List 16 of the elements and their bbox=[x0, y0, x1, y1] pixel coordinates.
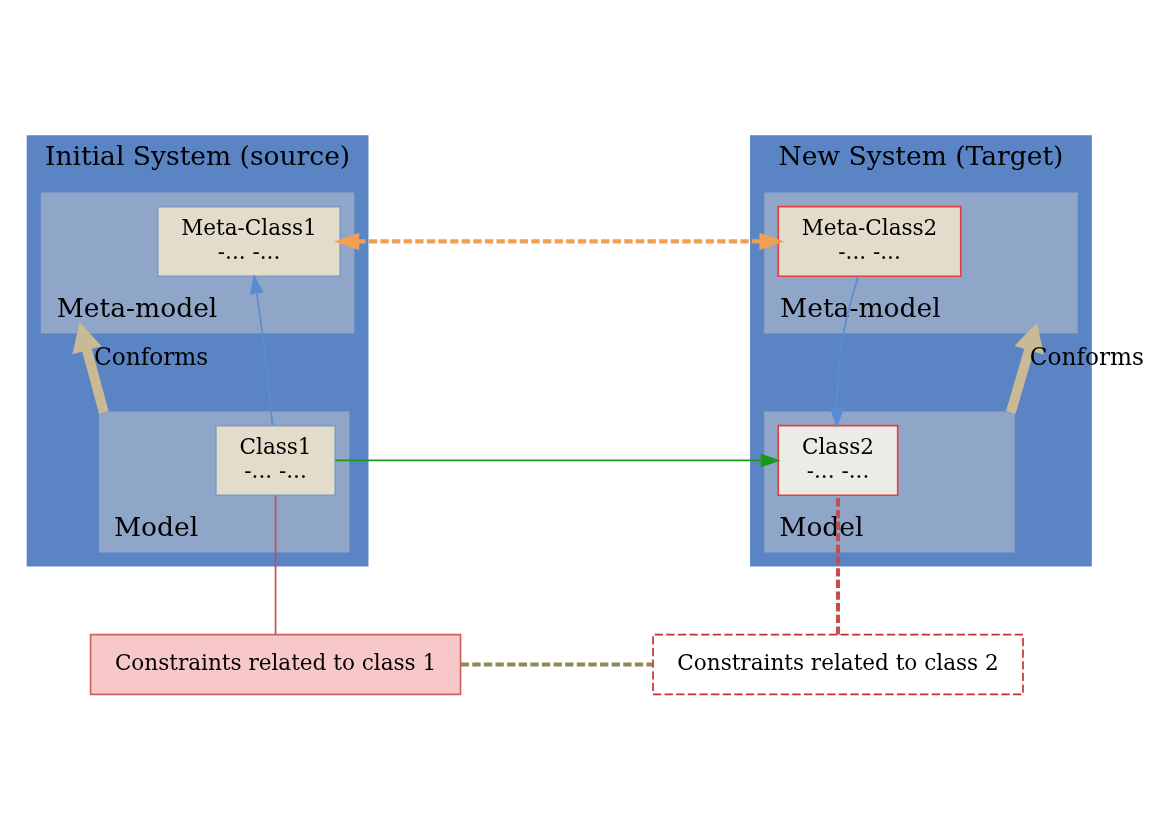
arrow bbox=[249, 273, 274, 426]
arrow bbox=[829, 275, 859, 429]
node-box: Constraints related to class 2 bbox=[652, 633, 1024, 696]
node-box: Constraints related to class 1 bbox=[89, 633, 462, 696]
connector bbox=[835, 495, 841, 635]
connector bbox=[274, 494, 277, 636]
arrow bbox=[72, 322, 109, 414]
arrow bbox=[334, 232, 785, 251]
node-box: Meta-Class2 -... -... bbox=[777, 205, 962, 278]
node-box: Class2 -... -... bbox=[777, 424, 899, 497]
node-box: Meta-Class1 -... -... bbox=[156, 205, 342, 278]
edge-label: Conforms bbox=[93, 342, 209, 370]
arrow bbox=[334, 453, 781, 468]
arrow bbox=[1006, 322, 1044, 414]
connector bbox=[460, 662, 653, 667]
node-box: Class1 -... -... bbox=[215, 424, 337, 497]
